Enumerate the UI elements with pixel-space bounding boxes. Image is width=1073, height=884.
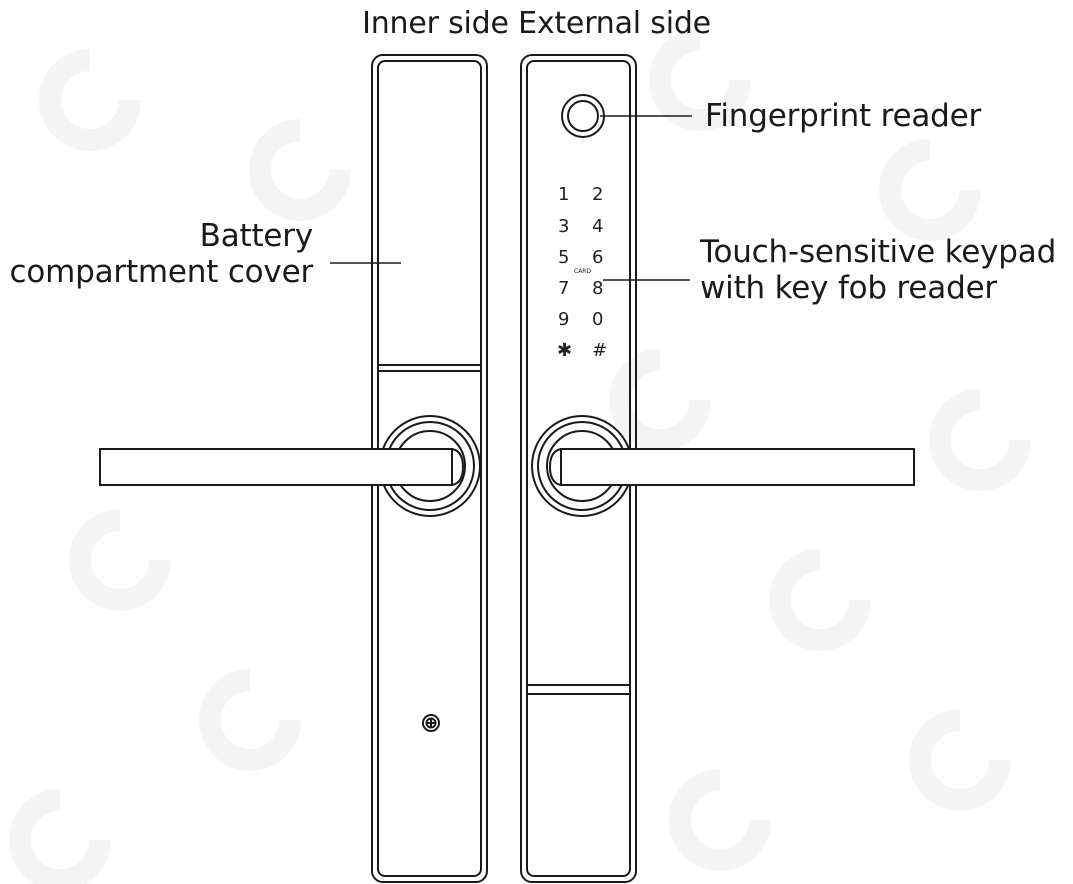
key-1: 1	[558, 184, 569, 205]
screw-icon	[422, 714, 440, 732]
key-5: 5	[558, 247, 569, 268]
key-8: 8	[592, 278, 603, 299]
external-handle	[531, 415, 915, 517]
key-7: 7	[558, 278, 569, 299]
key-6: 6	[592, 247, 603, 268]
key-3: 3	[558, 216, 569, 237]
keypad-label: Touch-sensitive keypad with key fob read…	[700, 234, 1056, 306]
keypad-label-line1: Touch-sensitive keypad	[700, 234, 1057, 270]
card-label: CARD	[574, 268, 591, 275]
fingerprint-sensor-icon	[561, 94, 605, 138]
battery-cover-label: Battery compartment cover	[9, 218, 314, 290]
key-star: ✱	[557, 340, 572, 361]
battery-label-line1: Battery	[199, 218, 314, 254]
key-hash: #	[592, 340, 607, 361]
key-9: 9	[558, 309, 569, 330]
diagram-title: Inner side External side	[362, 6, 711, 41]
battery-label-line2: compartment cover	[9, 254, 314, 290]
touch-keypad: 1 2 3 4 5 6 CARD 7 8 9 0 ✱ #	[557, 184, 607, 361]
inner-handle	[99, 415, 481, 517]
key-4: 4	[592, 216, 603, 237]
fingerprint-label: Fingerprint reader	[705, 98, 982, 134]
key-2: 2	[592, 184, 603, 205]
key-0: 0	[592, 309, 603, 330]
keypad-label-line2: with key fob reader	[700, 270, 997, 306]
